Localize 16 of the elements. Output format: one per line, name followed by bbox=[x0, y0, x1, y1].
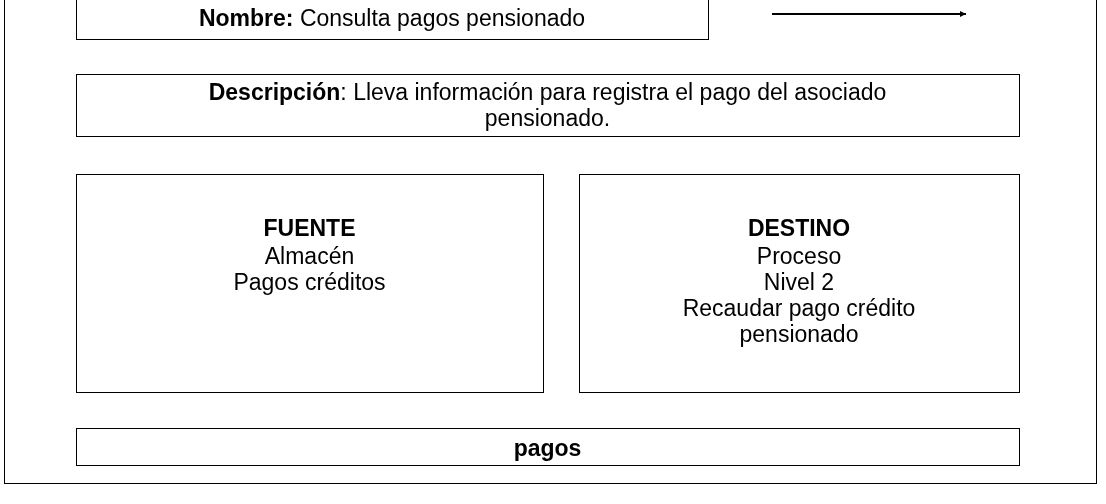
box-heading: FUENTE bbox=[262, 214, 357, 241]
box-text: Recaudar pago crédito pensionado bbox=[681, 294, 917, 347]
box-text: Pagos créditos bbox=[232, 268, 387, 295]
field-text: Descripción: Lleva información para registra el pago del asociado pensionado. bbox=[207, 78, 888, 131]
box-text: Proceso bbox=[755, 242, 843, 269]
destination-box bbox=[578, 173, 1020, 393]
field-text: Nombre: Consulta pagos pensionado bbox=[197, 4, 587, 31]
frame-box bbox=[4, 0, 1097, 484]
box-text: Almacén bbox=[263, 242, 356, 269]
box-text: Nivel 2 bbox=[762, 268, 836, 295]
name-box bbox=[75, 0, 709, 40]
box-heading: DESTINO bbox=[746, 214, 852, 241]
description-box bbox=[75, 73, 1020, 137]
source-box bbox=[75, 173, 544, 393]
data-name-label: pagos bbox=[512, 434, 583, 461]
data-box bbox=[75, 427, 1020, 466]
